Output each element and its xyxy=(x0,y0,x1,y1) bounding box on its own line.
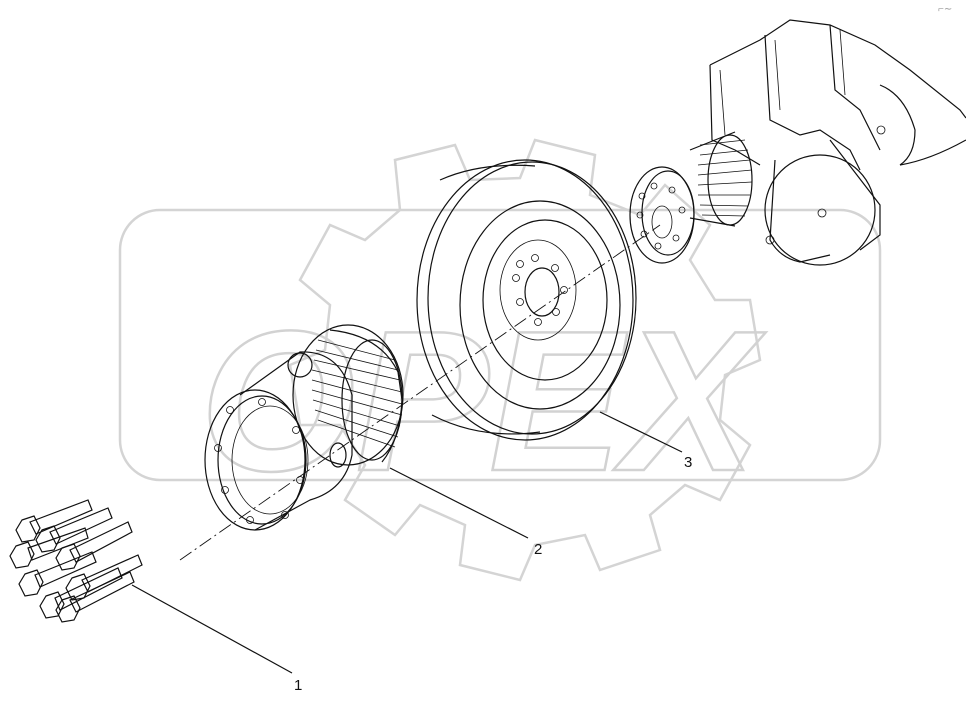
leader-line-3 xyxy=(599,411,683,453)
part-3-damper-disc xyxy=(416,159,637,441)
leader-line-1 xyxy=(131,584,293,674)
crankshaft xyxy=(629,19,966,266)
callout-2: 2 xyxy=(534,541,542,558)
callout-1: 1 xyxy=(294,677,302,694)
watermark-frame xyxy=(118,208,882,482)
part-2-pulley xyxy=(204,324,404,531)
part-1-bolts xyxy=(9,499,143,623)
bolt xyxy=(55,521,133,571)
watermark-gear-outline xyxy=(288,138,762,582)
bolt xyxy=(18,551,97,597)
bolt xyxy=(35,507,113,553)
bolt xyxy=(55,571,135,623)
corner-mark: ⌐∼ xyxy=(938,4,952,15)
center-axis xyxy=(179,224,661,561)
callout-3: 3 xyxy=(684,454,692,471)
leader-line-2 xyxy=(389,467,529,539)
bolt xyxy=(15,499,93,543)
bolt xyxy=(9,527,89,569)
watermark: OPEX xyxy=(118,138,882,582)
